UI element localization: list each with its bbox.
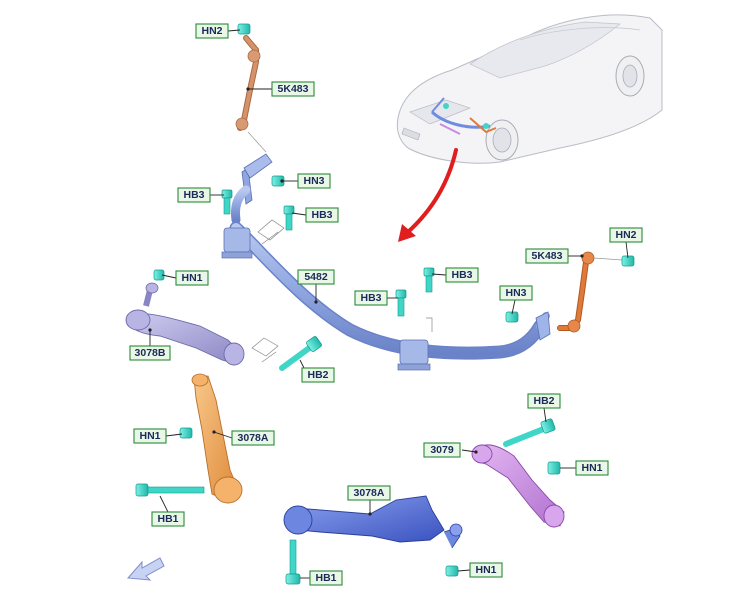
svg-text:HN1: HN1 xyxy=(181,272,202,284)
label-hb2-right: HB2 xyxy=(527,393,561,409)
label-hn3-left: HN3 xyxy=(297,173,331,189)
bolt-hb2-left xyxy=(279,336,322,371)
fasteners xyxy=(135,23,635,585)
svg-text:5482: 5482 xyxy=(304,271,328,283)
bolt-hb3-left xyxy=(221,189,233,215)
label-hn1-left: HN1 xyxy=(175,270,209,286)
label-hb1-bottom: HB1 xyxy=(309,570,343,586)
bolt-hb3-mid xyxy=(283,205,295,231)
pointer-arrow xyxy=(398,148,458,242)
svg-text:HB1: HB1 xyxy=(315,572,336,584)
label-3079: 3079 xyxy=(423,442,461,458)
bolt-hb3-center-right xyxy=(423,267,435,293)
label-hn2-right: HN2 xyxy=(609,227,643,243)
svg-text:HN1: HN1 xyxy=(475,564,496,576)
label-hn3-right: HN3 xyxy=(499,285,533,301)
svg-text:HB3: HB3 xyxy=(360,292,381,304)
nut-hn1-right xyxy=(547,461,561,475)
svg-text:HB3: HB3 xyxy=(311,209,332,221)
label-hn1-right: HN1 xyxy=(575,460,609,476)
svg-text:HN2: HN2 xyxy=(615,229,636,241)
svg-text:HB1: HB1 xyxy=(157,513,178,525)
arm-3078a-left xyxy=(191,373,243,504)
label-3078b: 3078B xyxy=(129,345,171,361)
svg-text:3079: 3079 xyxy=(430,444,454,456)
label-3078a-left: 3078A xyxy=(231,430,275,446)
label-hb3-center: HB3 xyxy=(354,290,388,306)
label-hb3-center-right: HB3 xyxy=(445,267,479,283)
stabilizer-link-right xyxy=(557,251,623,333)
svg-text:HN2: HN2 xyxy=(201,25,222,37)
arm-3078a-bottom xyxy=(283,495,463,549)
vehicle-illustration xyxy=(396,14,663,164)
bolt-hb1-bottom xyxy=(285,539,301,585)
svg-text:HB3: HB3 xyxy=(183,189,204,201)
arm-3079 xyxy=(471,444,565,528)
label-hb3-mid: HB3 xyxy=(305,207,339,223)
svg-text:HB3: HB3 xyxy=(451,269,472,281)
leader-lines xyxy=(148,29,629,579)
svg-text:3078A: 3078A xyxy=(354,487,385,499)
label-5482: 5482 xyxy=(297,269,335,285)
label-5k483-right: 5K483 xyxy=(525,248,569,264)
svg-text:3078B: 3078B xyxy=(135,347,166,359)
svg-text:HB2: HB2 xyxy=(307,369,328,381)
label-hb1-left: HB1 xyxy=(151,511,185,527)
nut-hn1-mid xyxy=(179,427,193,439)
arm-3078b xyxy=(125,282,245,366)
svg-text:HN1: HN1 xyxy=(139,430,160,442)
svg-text:HN3: HN3 xyxy=(505,287,526,299)
label-hb3-left: HB3 xyxy=(177,187,211,203)
front-direction-arrow-icon xyxy=(126,557,165,581)
stabilizer-bar xyxy=(221,153,551,371)
svg-text:5K483: 5K483 xyxy=(278,83,309,95)
label-hn2-top: HN2 xyxy=(195,23,229,39)
label-3078a-bottom: 3078A xyxy=(347,485,391,501)
svg-text:3078A: 3078A xyxy=(238,432,269,444)
label-hn1-bottom: HN1 xyxy=(469,562,503,578)
label-hn1-mid: HN1 xyxy=(133,428,167,444)
label-hb2-left: HB2 xyxy=(301,367,335,383)
svg-text:HB2: HB2 xyxy=(533,395,554,407)
label-5k483-left: 5K483 xyxy=(271,81,315,97)
nut-hn2-top xyxy=(237,23,251,35)
bolt-hb1-left xyxy=(135,483,205,497)
svg-text:5K483: 5K483 xyxy=(532,250,563,262)
nut-hn1-bottom xyxy=(445,565,459,577)
stabilizer-link-left xyxy=(235,35,267,153)
bolt-hb2-right xyxy=(503,418,556,447)
svg-text:HN1: HN1 xyxy=(581,462,602,474)
bolt-hb3-center xyxy=(395,289,407,317)
svg-text:HN3: HN3 xyxy=(303,175,324,187)
